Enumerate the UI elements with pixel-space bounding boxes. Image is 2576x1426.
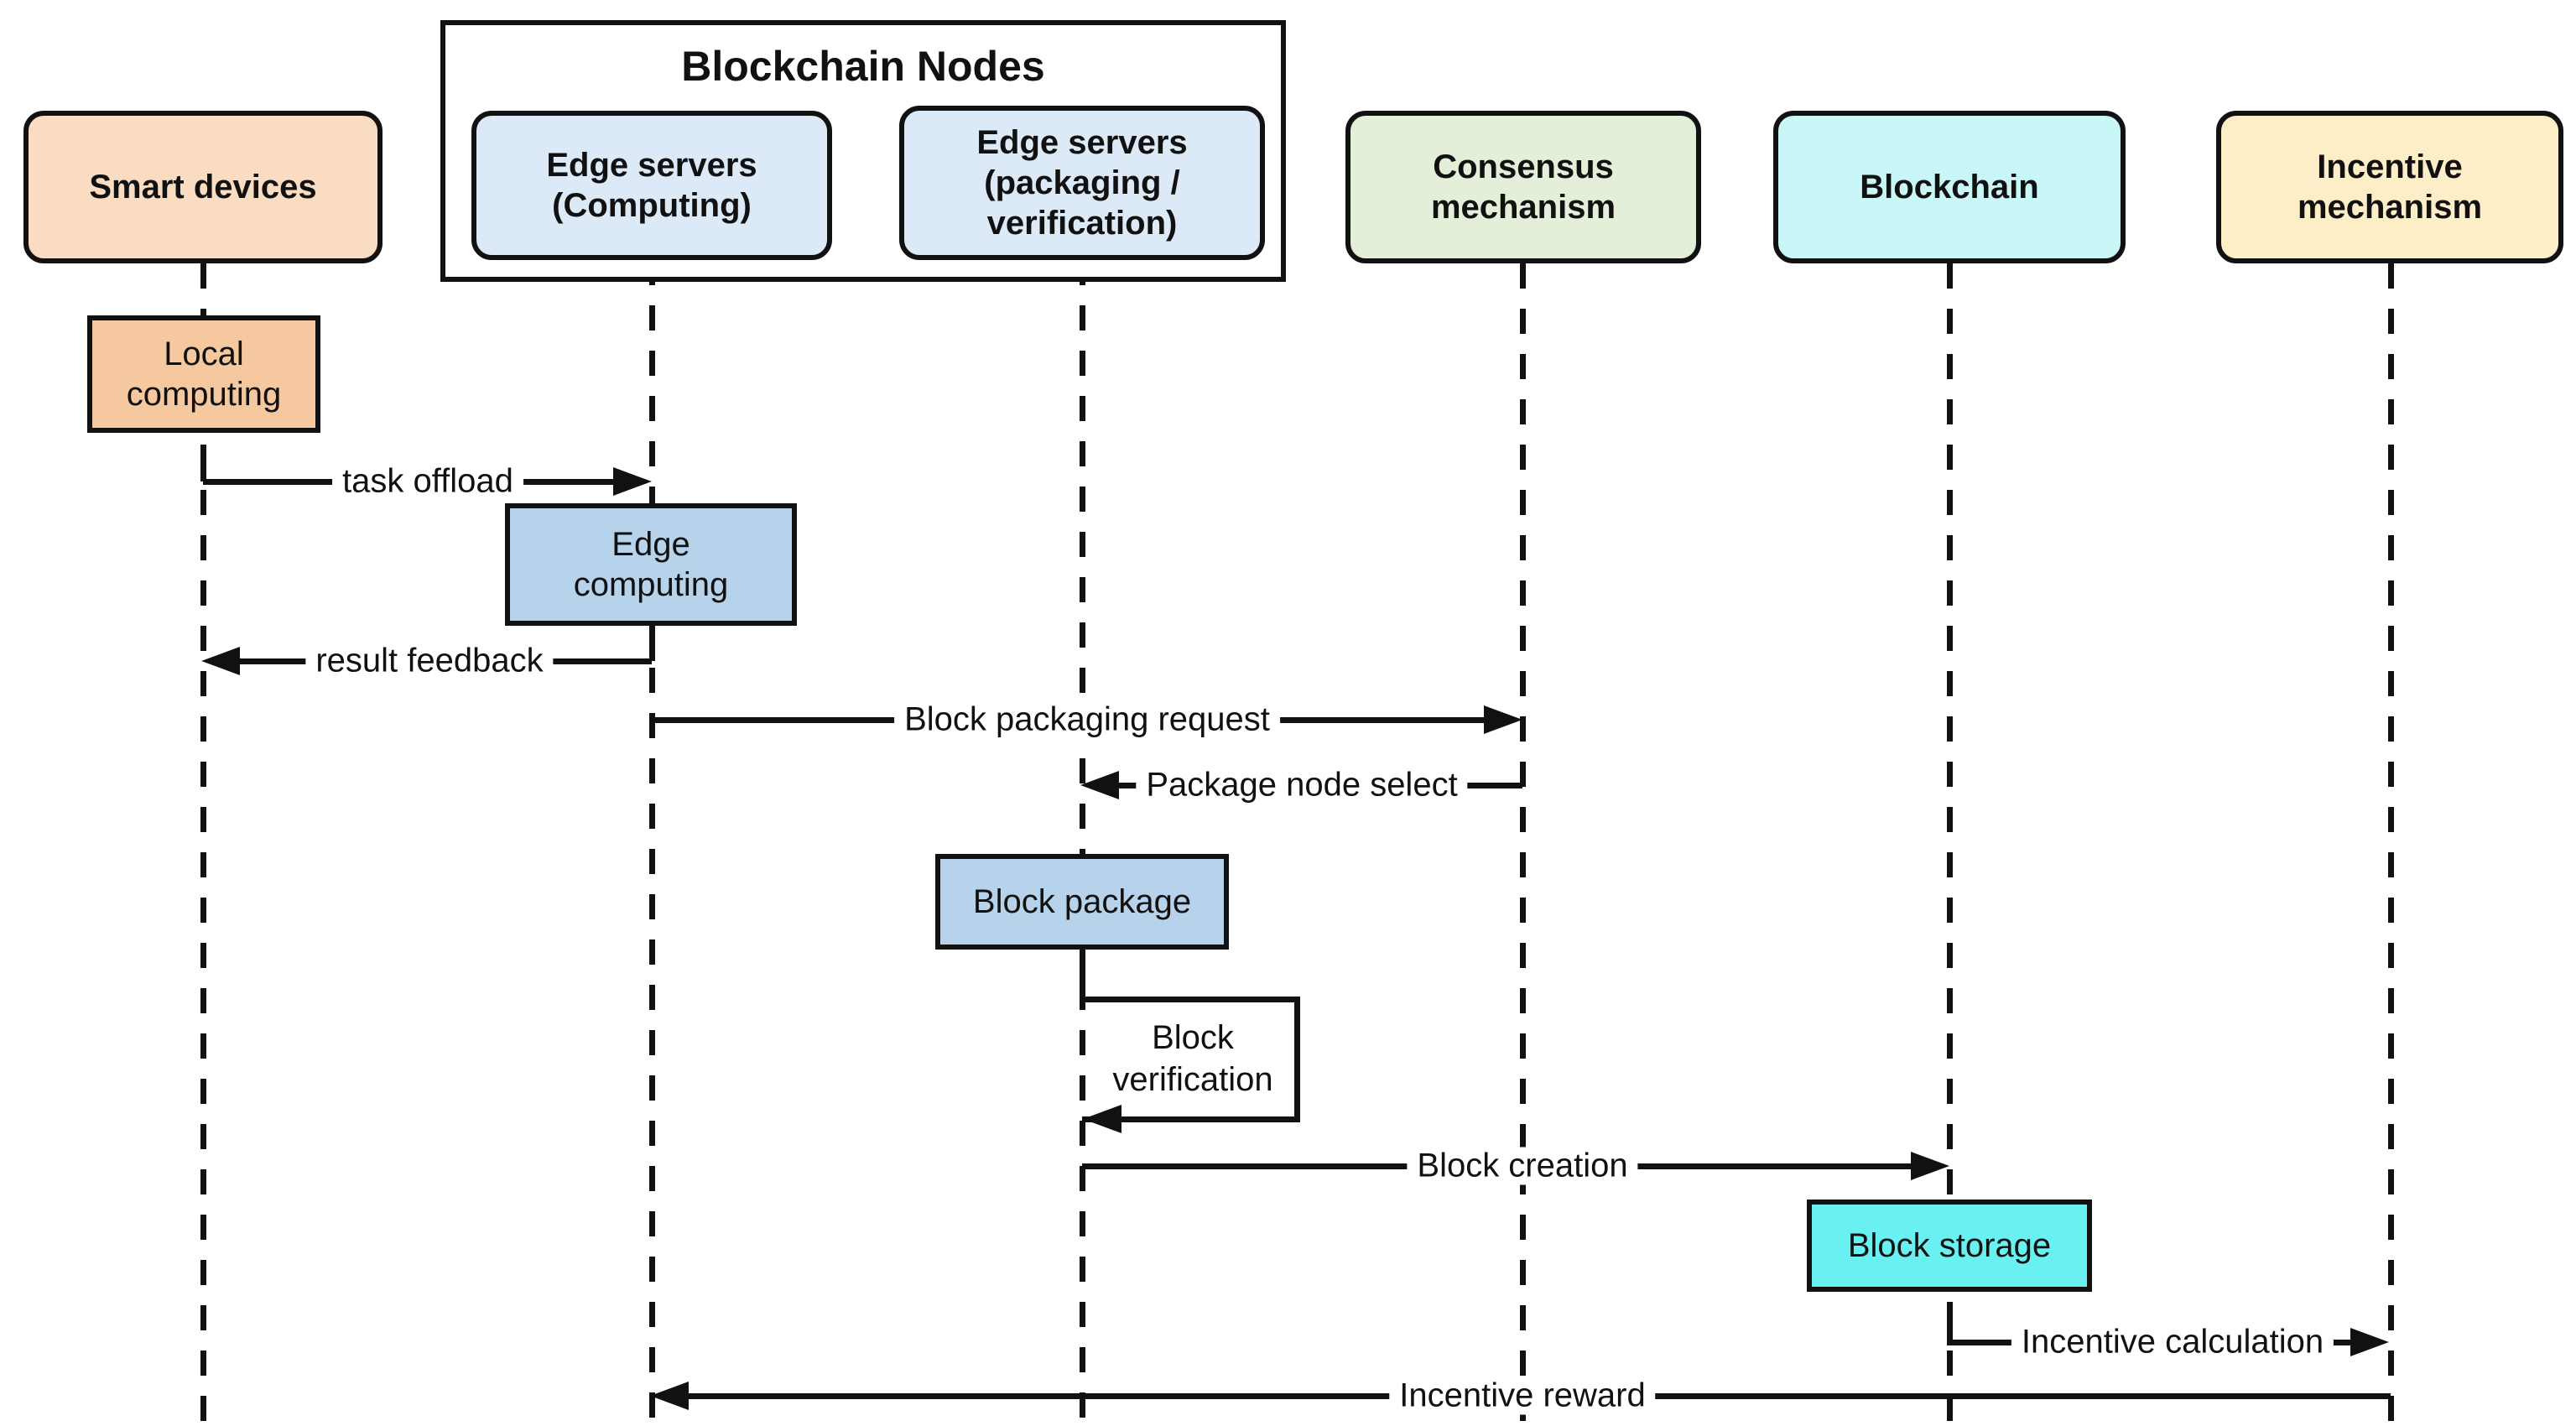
message-label-incentive-calculation: Incentive calculation (2011, 1323, 2334, 1361)
lifeline-edge-computing (649, 260, 655, 1426)
arrowhead-incentive-reward (650, 1382, 689, 1410)
actor-blockchain: Blockchain (1773, 111, 2126, 263)
actor-edge-servers-computing: Edge servers (Computing) (471, 111, 832, 260)
activity-block-verification: Block verification (1088, 1017, 1298, 1101)
arrowhead-block-packaging-request (1484, 705, 1522, 734)
actor-blockchain-label: Blockchain (1860, 169, 2039, 206)
actor-smart-devices: Smart devices (23, 111, 382, 263)
actor-edge-servers-computing-line2: (Computing) (552, 187, 752, 224)
arrowhead-package-node-select (1080, 771, 1119, 799)
activity-block-verification-line1: Block (1152, 1019, 1234, 1056)
message-label-block-packaging-request: Block packaging request (894, 700, 1280, 739)
connector-local-computing (200, 453, 206, 481)
activity-local-computing-line1: Local (164, 336, 244, 372)
lifeline-incentive (2388, 263, 2394, 1426)
connector-block-storage (1947, 1302, 1953, 1345)
message-label-incentive-reward: Incentive reward (1389, 1377, 1656, 1415)
activity-block-verification-line2: verification (1112, 1061, 1273, 1098)
actor-consensus-mechanism: Consensus mechanism (1345, 111, 1701, 263)
lifeline-smart-devices (200, 263, 206, 1426)
activity-local-computing-line2: computing (126, 376, 282, 413)
actor-incentive-line1: Incentive (2317, 148, 2463, 185)
actor-consensus-line1: Consensus (1433, 148, 1614, 185)
lifeline-blockchain (1947, 263, 1953, 1426)
lifeline-consensus (1520, 263, 1526, 1426)
message-label-block-creation: Block creation (1407, 1147, 1638, 1185)
activity-edge-computing-line2: computing (573, 566, 729, 603)
message-label-task-offload: task offload (332, 462, 523, 501)
activity-block-package: Block package (935, 854, 1229, 950)
actor-incentive-mechanism: Incentive mechanism (2216, 111, 2563, 263)
actor-edge-servers-computing-line1: Edge servers (546, 147, 757, 184)
arrowhead-incentive-calculation (2350, 1328, 2389, 1356)
actor-edge-servers-packaging: Edge servers (packaging / verification) (899, 106, 1265, 260)
activity-edge-computing-line1: Edge (611, 526, 690, 563)
blockchain-nodes-title: Blockchain Nodes (681, 43, 1045, 90)
lifeline-edge-packaging (1080, 260, 1085, 1426)
actor-edge-servers-packaging-line3: verification) (986, 205, 1178, 242)
arrowhead-block-creation (1911, 1152, 1949, 1180)
message-label-package-node-select: Package node select (1136, 766, 1468, 804)
activity-block-storage: Block storage (1807, 1200, 2092, 1292)
actor-edge-servers-packaging-line1: Edge servers (976, 124, 1188, 161)
connector-block-package (1080, 950, 1085, 1000)
block-verification-loop (1082, 997, 1300, 1122)
connector-edge-computing (649, 626, 655, 661)
message-label-result-feedback: result feedback (305, 642, 554, 680)
arrowhead-result-feedback (201, 647, 240, 675)
activity-local-computing: Local computing (87, 315, 320, 433)
actor-incentive-line2: mechanism (2297, 189, 2483, 226)
activity-block-package-label: Block package (972, 883, 1192, 920)
actor-edge-servers-packaging-line2: (packaging / (984, 164, 1180, 201)
actor-consensus-line2: mechanism (1430, 189, 1616, 226)
actor-smart-devices-label: Smart devices (89, 169, 317, 206)
activity-edge-computing: Edge computing (505, 503, 797, 626)
arrowhead-task-offload (613, 467, 652, 496)
arrowhead-block-verification (1083, 1105, 1121, 1133)
activity-block-storage-label: Block storage (1847, 1227, 2052, 1264)
